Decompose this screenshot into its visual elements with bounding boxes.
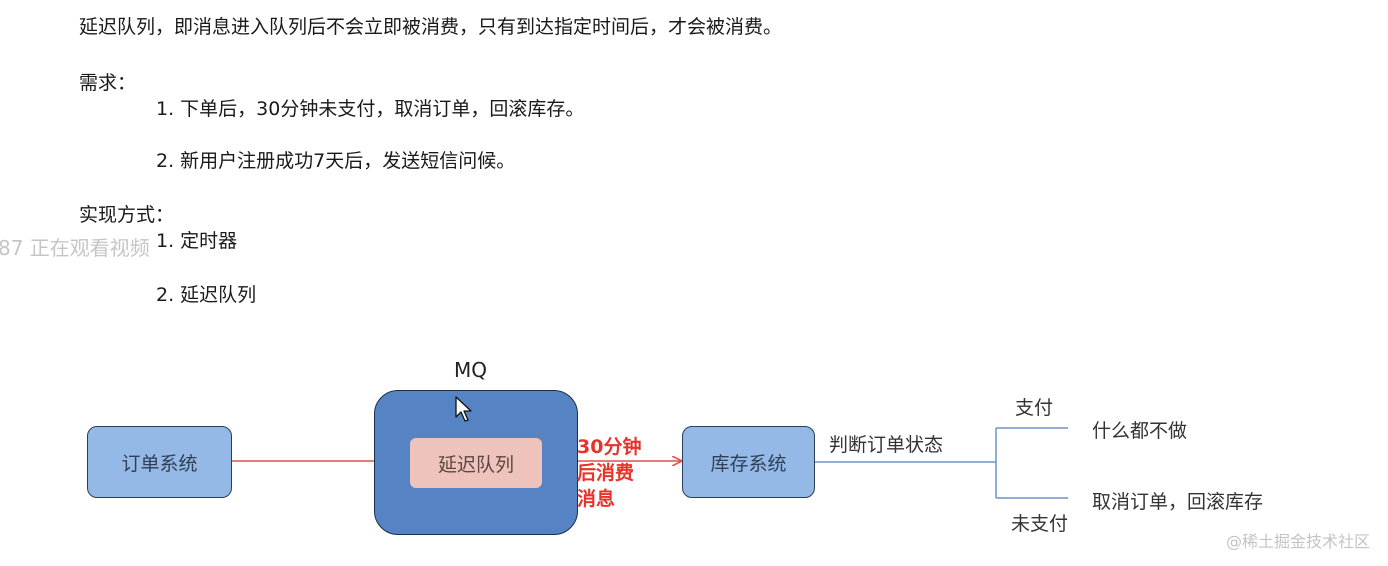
implementation-item-2: 2. 延迟队列 bbox=[156, 284, 257, 306]
consume-note-line-3: 消息 bbox=[577, 488, 616, 510]
requirement-item-1: 1. 下单后，30分钟未支付，取消订单，回滚库存。 bbox=[156, 98, 585, 120]
do-nothing-label: 什么都不做 bbox=[1092, 420, 1188, 442]
inventory-system-box: 库存系统 bbox=[682, 426, 815, 498]
delay-queue-box: 延迟队列 bbox=[410, 438, 542, 488]
consume-note-line-2: 后消费 bbox=[577, 462, 635, 484]
cancel-rollback-label: 取消订单，回滚库存 bbox=[1092, 491, 1264, 513]
viewer-count-overlay: 87 正在观看视频 bbox=[0, 236, 150, 260]
mouse-cursor-icon bbox=[455, 396, 472, 422]
implementation-item-1: 1. 定时器 bbox=[156, 230, 238, 252]
requirements-heading: 需求： bbox=[79, 72, 137, 94]
consume-note-line-1: 30分钟 bbox=[577, 436, 642, 458]
order-system-box: 订单系统 bbox=[87, 426, 232, 498]
delay-queue-label: 延迟队列 bbox=[437, 453, 514, 476]
watermark: @稀土掘金技术社区 bbox=[1225, 532, 1370, 551]
unpaid-label: 未支付 bbox=[1011, 513, 1069, 535]
implementation-heading: 实现方式： bbox=[79, 204, 175, 226]
check-status-label: 判断订单状态 bbox=[829, 434, 944, 456]
paid-label: 支付 bbox=[1015, 397, 1054, 419]
mq-label: MQ bbox=[454, 358, 487, 382]
order-system-label: 订单系统 bbox=[121, 452, 198, 475]
requirement-item-2: 2. 新用户注册成功7天后，发送短信问候。 bbox=[156, 150, 516, 172]
inventory-system-label: 库存系统 bbox=[710, 452, 787, 475]
intro-text: 延迟队列，即消息进入队列后不会立即被消费，只有到达指定时间后，才会被消费。 bbox=[79, 16, 783, 38]
consume-note: 30分钟 后消费 消息 bbox=[577, 434, 641, 512]
